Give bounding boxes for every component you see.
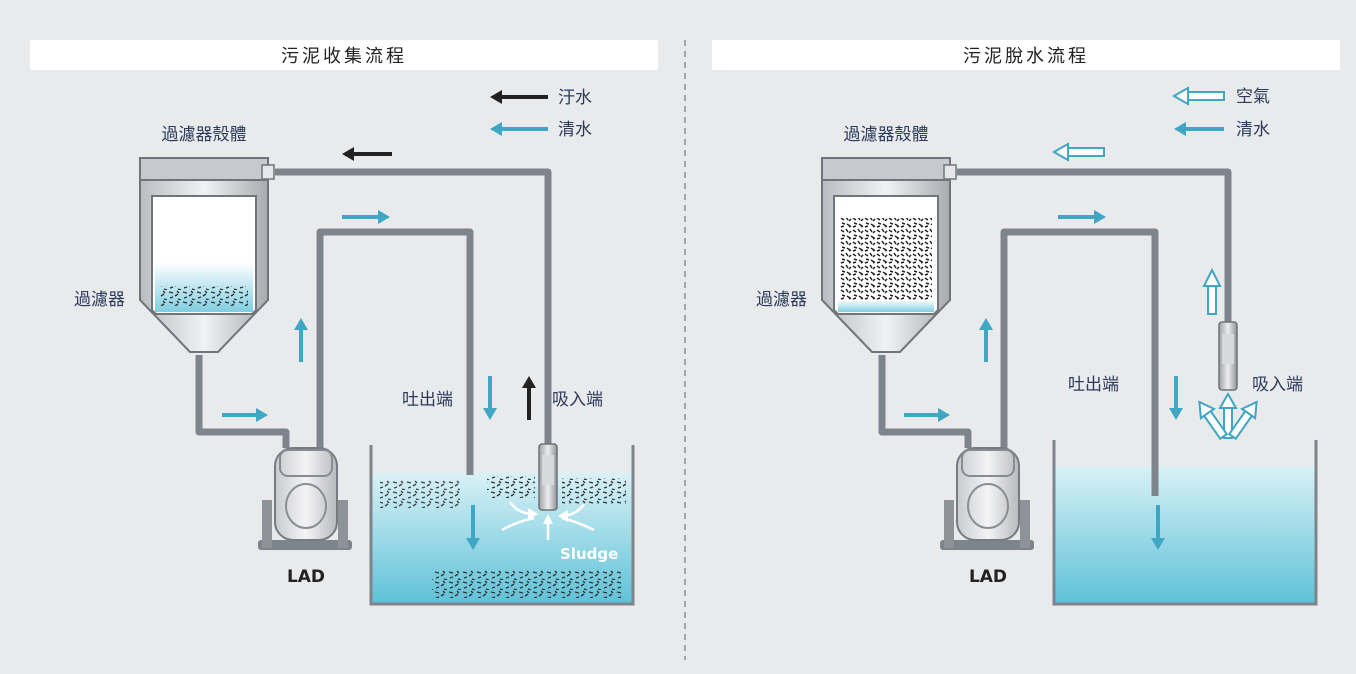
- right-pump-label: LAD: [969, 567, 1007, 587]
- left-suction-label: 吸入端: [552, 390, 603, 410]
- left-suction-probe: [538, 443, 558, 511]
- sludge-label: Sludge: [560, 545, 618, 563]
- clean-water-arrow-icon: [490, 122, 502, 136]
- left-discharge-label: 吐出端: [402, 390, 453, 410]
- left-title: 污泥收集流程: [281, 46, 407, 67]
- left-filter-label: 過濾器: [74, 290, 125, 310]
- legend-clean-water-right: 清水: [1236, 120, 1270, 140]
- clean-water-arrow-icon-right: [1174, 122, 1186, 136]
- right-discharge-label: 吐出端: [1068, 375, 1119, 395]
- right-flow-arrows: [904, 142, 1258, 550]
- right-pipes: [878, 168, 1232, 496]
- left-flow-arrows: [222, 147, 595, 550]
- right-suction-label: 吸入端: [1252, 375, 1303, 395]
- right-pump: [940, 447, 1034, 550]
- right-filter-label: 過濾器: [756, 290, 807, 310]
- left-housing-label: 過濾器殼體: [162, 125, 247, 145]
- left-pump: [258, 447, 352, 550]
- right-title: 污泥脫水流程: [963, 46, 1089, 67]
- left-title-bar: [30, 40, 658, 70]
- right-legend: 空氣 清水: [1171, 86, 1270, 140]
- right-suction-probe: [1218, 321, 1238, 391]
- legend-clean-water: 清水: [558, 120, 592, 140]
- left-tank: [369, 445, 635, 606]
- dirty-water-arrow-icon: [490, 90, 502, 104]
- left-pump-label: LAD: [287, 567, 325, 587]
- air-arrow-icon: [1171, 86, 1189, 106]
- right-housing-label: 過濾器殼體: [844, 125, 929, 145]
- legend-dirty-water: 汙水: [558, 88, 592, 108]
- left-pipes: [195, 168, 552, 475]
- right-title-bar: [712, 40, 1340, 70]
- left-legend: 汙水 清水: [490, 88, 592, 140]
- legend-air: 空氣: [1236, 87, 1270, 107]
- left-filter-housing: [139, 157, 275, 353]
- right-filter-housing: [821, 157, 957, 353]
- right-tank: [1052, 440, 1318, 606]
